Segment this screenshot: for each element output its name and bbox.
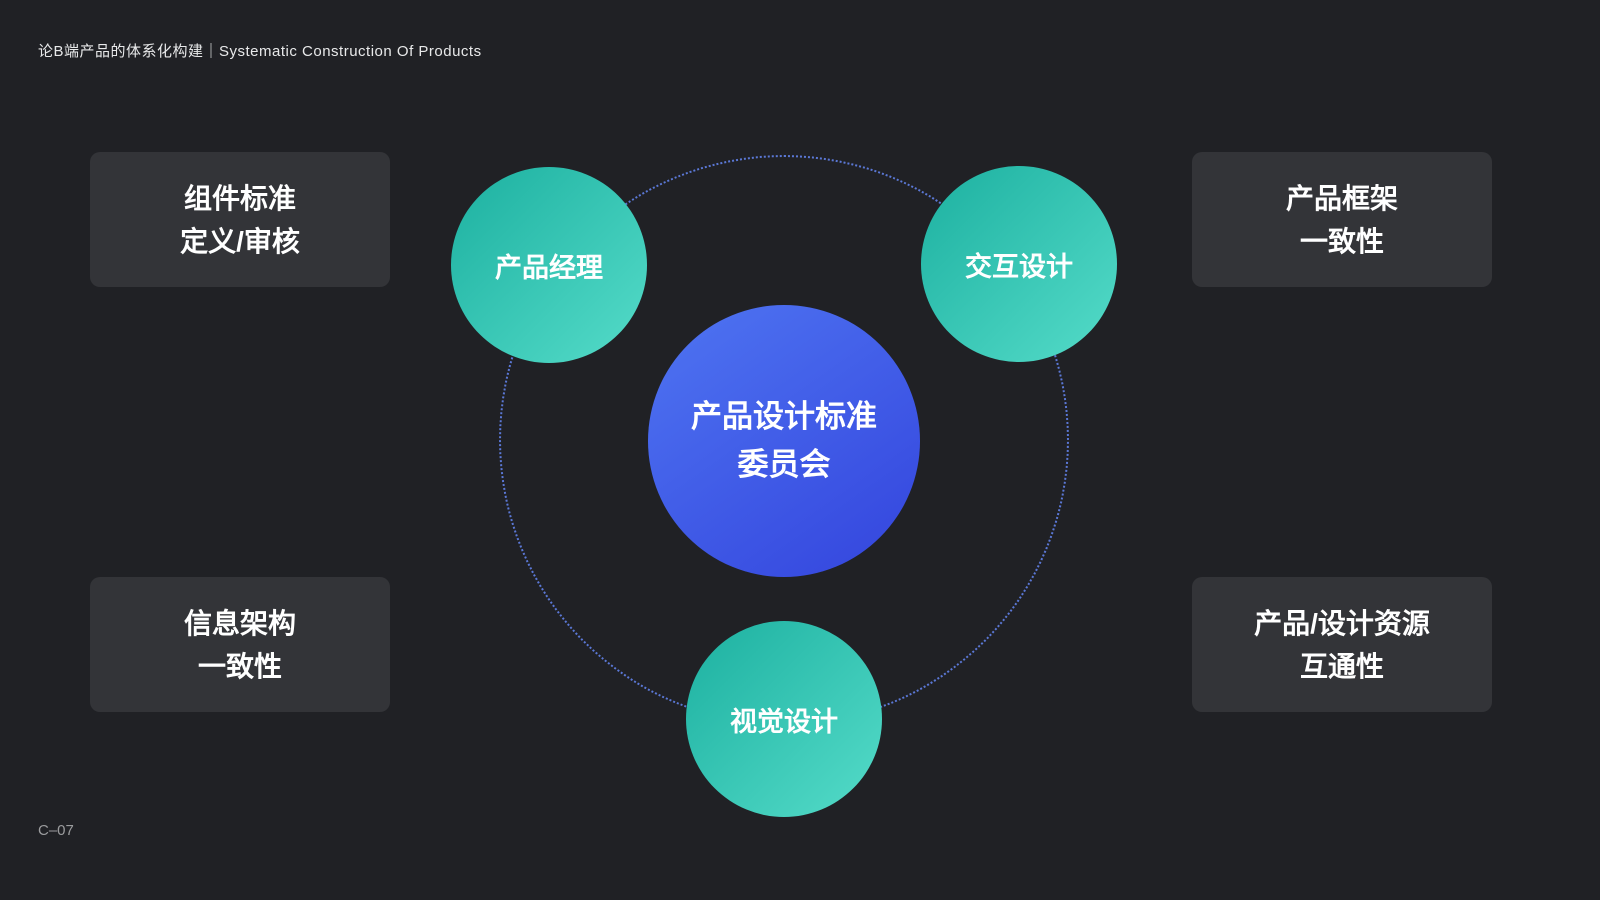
card-label-line2: 互通性 — [1299, 650, 1384, 682]
corner-card-product-framework: 产品框架 一致性 — [1192, 152, 1492, 287]
satellite-circle-visual-design: 视觉设计 — [686, 621, 882, 817]
satellite-circle-product-manager: 产品经理 — [451, 167, 647, 363]
card-label-line1: 产品框架 — [1285, 182, 1398, 214]
corner-card-information-architecture: 信息架构 一致性 — [90, 577, 390, 712]
card-label-line2: 一致性 — [1299, 225, 1384, 257]
corner-card-component-standards: 组件标准 定义/审核 — [90, 152, 390, 287]
satellite-label: 产品经理 — [495, 252, 603, 283]
center-circle-label-line1: 产品设计标准 — [691, 399, 877, 434]
card-label-line1: 产品/设计资源 — [1254, 607, 1430, 639]
card-label-line2: 一致性 — [197, 650, 282, 682]
satellite-label: 交互设计 — [965, 251, 1073, 282]
satellite-circle-interaction-design: 交互设计 — [921, 166, 1117, 362]
card-label-line2: 定义/审核 — [180, 225, 300, 257]
card-label-line1: 信息架构 — [183, 607, 296, 639]
page-number-label: C–07 — [38, 822, 74, 839]
satellite-label: 视觉设计 — [730, 706, 838, 737]
slide-title: 论B端产品的体系化构建｜Systematic Construction Of P… — [38, 43, 482, 60]
center-circle-label-line2: 委员会 — [737, 447, 831, 482]
card-label-line1: 组件标准 — [183, 182, 296, 214]
center-circle: 产品设计标准 委员会 — [648, 305, 920, 577]
corner-card-resource-interoperability: 产品/设计资源 互通性 — [1192, 577, 1492, 712]
